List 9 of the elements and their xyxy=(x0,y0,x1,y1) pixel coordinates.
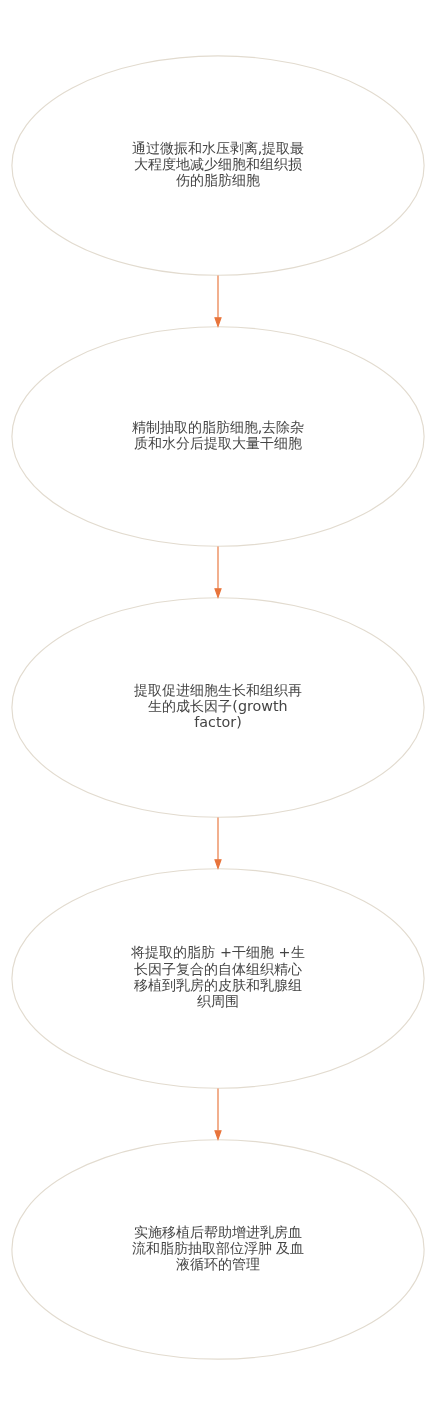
node-ellipse: 实施移植后帮助增进乳房血流和脂肪抽取部位浮肿 及血液循环的管理 xyxy=(11,1139,425,1360)
node-ellipse: 精制抽取的脂肪细胞,去除杂质和水分后提取大量干细胞 xyxy=(11,326,425,547)
arrow xyxy=(214,275,222,329)
arrow xyxy=(214,816,222,871)
arrow xyxy=(214,545,222,600)
node-ellipse: 提取促进细胞生长和组织再生的成长因子(growth factor) xyxy=(11,597,425,818)
node-ellipse: 将提取的脂肪 +干细胞 +生长因子复合的自体组织精心移植到乳房的皮肤和乳腺组织周围 xyxy=(11,868,425,1089)
node-ellipse: 通过微振和水压剥离,提取最大程度地减少细胞和组织损伤的脂肪细胞 xyxy=(11,55,425,276)
arrow xyxy=(214,1087,222,1141)
